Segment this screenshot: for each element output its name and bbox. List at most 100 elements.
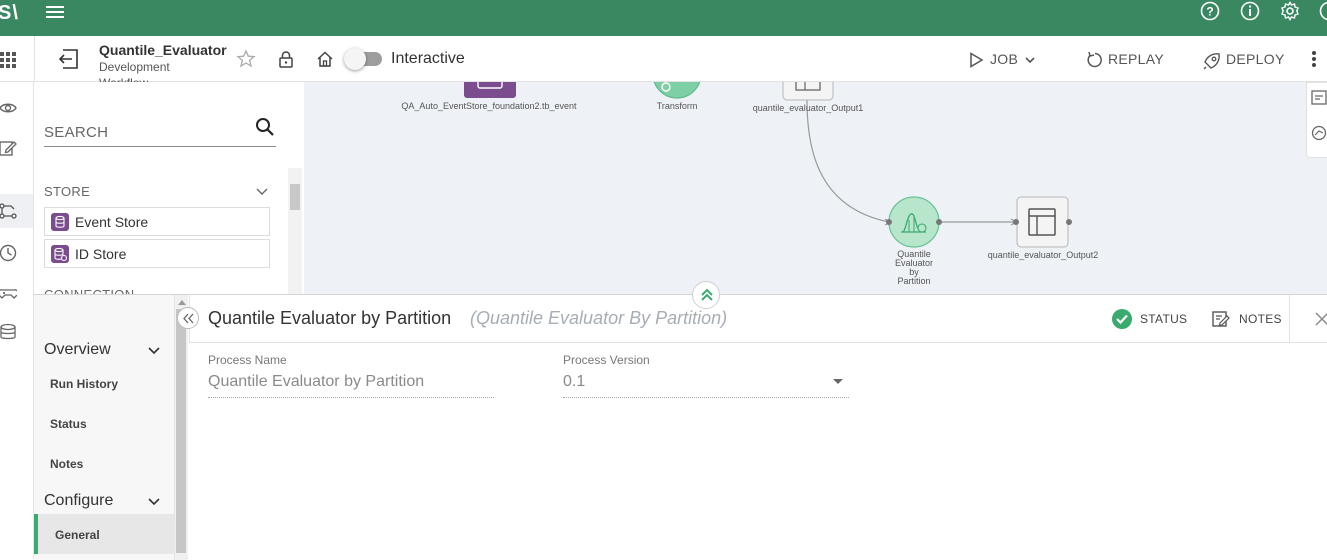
- workflow-title: Quantile_Evaluator: [99, 42, 227, 58]
- component-palette: STORE Event Store ID Store CONNECTION: [34, 82, 304, 294]
- rocket-icon: [1202, 51, 1222, 71]
- more-vertical-icon[interactable]: [1309, 49, 1319, 69]
- nav-item-run-history[interactable]: Run History: [50, 377, 118, 391]
- process-title: Quantile Evaluator by Partition: [208, 308, 451, 329]
- node-label-output2: quantile_evaluator_Output2: [978, 250, 1108, 260]
- deploy-button[interactable]: DEPLOY: [1202, 49, 1288, 71]
- divider: [1289, 295, 1290, 343]
- gamepad-icon[interactable]: [0, 284, 17, 302]
- status-button[interactable]: STATUS: [1111, 307, 1191, 331]
- chevron-down-icon[interactable]: [255, 186, 269, 198]
- node-quantile-evaluator: [886, 197, 942, 247]
- favorite-star-icon[interactable]: [236, 49, 256, 69]
- store-item-label: ID Store: [75, 246, 126, 262]
- divider: [34, 36, 35, 82]
- scroll-up-arrow-icon[interactable]: [177, 298, 187, 306]
- canvas-tool-icon[interactable]: [1310, 89, 1327, 107]
- app-grid-icon[interactable]: [0, 49, 20, 69]
- back-exit-icon[interactable]: [57, 47, 81, 71]
- nav-item-general-label: General: [55, 528, 100, 542]
- job-menu-button[interactable]: JOB: [968, 49, 1040, 71]
- workflow-environment: Development: [99, 60, 170, 74]
- detail-side-nav: Overview Run History Status Notes Config…: [34, 295, 174, 560]
- process-version-select[interactable]: 0.1: [563, 373, 849, 398]
- play-icon: [968, 52, 984, 68]
- replay-button[interactable]: REPLAY: [1086, 49, 1166, 71]
- detail-header: Quantile Evaluator by Partition (Quantil…: [189, 295, 1327, 343]
- deploy-button-label: DEPLOY: [1226, 51, 1285, 67]
- canvas-tools-panel: [1306, 82, 1327, 158]
- nav-item-status[interactable]: Status: [50, 417, 87, 431]
- edge-output1-to-quantile: [807, 100, 889, 222]
- canvas-graph: [304, 82, 1327, 294]
- lock-icon[interactable]: [277, 50, 295, 68]
- database-stack-icon[interactable]: [0, 323, 17, 341]
- node-transform: [653, 82, 701, 98]
- left-icon-rail: [0, 82, 34, 559]
- interactive-toggle-knob: [344, 48, 366, 70]
- nav-configure-section[interactable]: Configure: [44, 492, 113, 510]
- store-item-event-store[interactable]: Event Store: [44, 207, 270, 236]
- connection-section-label: CONNECTION: [44, 287, 134, 294]
- workflow-canvas[interactable]: QA_Auto_EventStore_foundation2.tb_event …: [304, 82, 1327, 294]
- history-clock-icon[interactable]: [0, 244, 17, 262]
- store-item-label: Event Store: [75, 214, 148, 230]
- replay-button-label: REPLAY: [1108, 51, 1164, 67]
- workflow-graph-icon[interactable]: [0, 202, 17, 220]
- node-label-output1: quantile_evaluator_Output1: [742, 103, 874, 113]
- chevron-down-icon[interactable]: [147, 345, 161, 357]
- svg-text:?: ?: [1206, 5, 1213, 19]
- notes-button[interactable]: NOTES: [1212, 307, 1284, 331]
- notes-edit-icon: [1212, 310, 1230, 328]
- process-name-field[interactable]: Quantile Evaluator by Partition: [208, 373, 494, 398]
- top-bar: S\ ?: [0, 0, 1327, 36]
- settings-gear-icon[interactable]: [1279, 0, 1301, 22]
- hamburger-menu-icon[interactable]: [44, 3, 66, 21]
- info-icon[interactable]: [1239, 0, 1261, 22]
- nav-overview-section[interactable]: Overview: [44, 341, 111, 359]
- store-item-id-store[interactable]: ID Store: [44, 239, 270, 268]
- chevron-down-icon: [1024, 54, 1036, 66]
- replay-icon: [1086, 51, 1104, 69]
- event-store-icon: [51, 213, 69, 231]
- help-icon[interactable]: ?: [1199, 0, 1221, 22]
- job-button-label: JOB: [990, 51, 1018, 67]
- home-icon[interactable]: [316, 50, 334, 68]
- node-output2: [1013, 197, 1072, 247]
- node-output1: [783, 82, 833, 100]
- status-button-label: STATUS: [1140, 312, 1187, 326]
- user-account-icon[interactable]: [1318, 0, 1327, 22]
- nav-item-notes[interactable]: Notes: [50, 457, 83, 471]
- process-version-label: Process Version: [563, 353, 650, 367]
- close-icon[interactable]: [1314, 311, 1327, 327]
- node-label-quantile-evaluator: Quantile Evaluator by Partition: [874, 250, 954, 286]
- id-store-icon: [51, 245, 69, 263]
- interactive-label: Interactive: [391, 50, 465, 68]
- dropdown-arrow-icon[interactable]: [832, 377, 844, 387]
- side-nav-scrollbar-thumb[interactable]: [176, 309, 186, 553]
- search-icon[interactable]: [254, 116, 276, 138]
- node-label-event-store: QA_Auto_EventStore_foundation2.tb_event: [394, 101, 584, 111]
- expand-panel-button[interactable]: [692, 281, 720, 309]
- double-chevron-left-icon: [182, 312, 195, 325]
- status-check-icon: [1111, 308, 1133, 330]
- node-event-store-source: [464, 82, 516, 98]
- process-name-label: Process Name: [208, 353, 287, 367]
- app-logo[interactable]: S\: [0, 2, 19, 25]
- chevron-down-icon[interactable]: [147, 496, 161, 508]
- nav-item-general[interactable]: General: [34, 514, 174, 554]
- node-label-transform: Transform: [637, 101, 717, 111]
- palette-scrollbar-thumb[interactable]: [290, 184, 300, 210]
- store-section-label: STORE: [44, 184, 90, 199]
- edit-notes-icon[interactable]: [0, 139, 17, 157]
- process-type-subtitle: (Quantile Evaluator By Partition): [470, 308, 727, 329]
- canvas-zoom-icon[interactable]: [1310, 124, 1327, 142]
- process-detail-panel: Overview Run History Status Notes Config…: [34, 294, 1327, 559]
- preview-eye-icon[interactable]: [0, 99, 17, 117]
- collapse-nav-button[interactable]: [177, 307, 199, 329]
- double-chevron-up-icon: [699, 287, 715, 303]
- palette-search: [44, 118, 276, 147]
- notes-button-label: NOTES: [1239, 312, 1282, 326]
- palette-search-input[interactable]: [44, 120, 244, 144]
- workflow-header: Quantile_Evaluator Development Workflow …: [0, 36, 1327, 82]
